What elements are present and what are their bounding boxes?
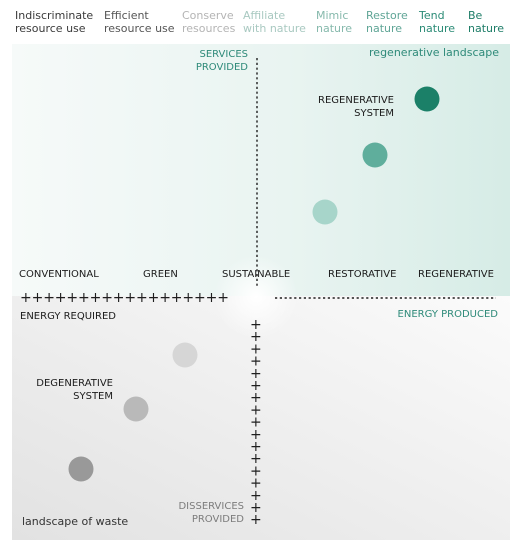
degenerative-dot-light xyxy=(172,342,198,368)
plus-marker: + xyxy=(171,290,183,306)
energy-required-label: ENERGY REQUIRED xyxy=(20,311,116,322)
plus-marker: + xyxy=(124,290,136,306)
scale-restorative: RESTORATIVE xyxy=(328,269,397,280)
center-glow xyxy=(214,255,298,339)
plus-marker: + xyxy=(136,290,148,306)
plus-marker: + xyxy=(250,341,262,357)
plus-marker: + xyxy=(20,290,32,306)
plus-marker: + xyxy=(250,390,262,406)
plus-marker: + xyxy=(159,290,171,306)
disservices-provided-label: DISSERVICES PROVIDED xyxy=(178,501,244,525)
plus-marker: + xyxy=(217,290,229,306)
plus-marker: + xyxy=(78,290,90,306)
plus-marker: + xyxy=(250,500,262,516)
upper-background xyxy=(12,44,510,296)
regenerative-dot-mid xyxy=(362,142,388,168)
plus-marker: + xyxy=(250,427,262,443)
energy-required-plus-row: ++++++++++++++++++ xyxy=(20,290,229,306)
disservices-plus-column: +++++++++++++++++ xyxy=(250,317,262,528)
plus-marker: + xyxy=(250,439,262,455)
header-tend: Tend nature xyxy=(419,9,456,35)
plus-marker: + xyxy=(250,402,262,418)
plus-marker: + xyxy=(250,329,262,345)
plus-marker: + xyxy=(32,290,44,306)
services-provided-label: SERVICES PROVIDED xyxy=(195,49,248,73)
plus-marker: + xyxy=(250,317,262,333)
plus-marker: + xyxy=(113,290,125,306)
plus-marker: + xyxy=(194,290,206,306)
header-be: Be nature xyxy=(468,9,505,35)
scale-sustainable: SUSTAINABLE xyxy=(222,269,291,280)
header-mimic: Mimic nature xyxy=(316,9,353,35)
plus-marker: + xyxy=(43,290,55,306)
energy-produced-label: ENERGY PRODUCED xyxy=(397,309,498,320)
header-efficient: Efficient resource use xyxy=(104,9,175,35)
scale-green: GREEN xyxy=(143,269,178,280)
regenerative-system-label: REGENERATIVE SYSTEM xyxy=(318,95,394,119)
regenerative-dot-light xyxy=(312,199,338,225)
regenerative-landscape-label: regenerative landscape xyxy=(369,46,499,59)
plus-marker: + xyxy=(250,366,262,382)
header-restore: Restore nature xyxy=(366,9,408,35)
header-affiliate: Affiliate with nature xyxy=(243,9,306,35)
plus-marker: + xyxy=(250,415,262,431)
plus-marker: + xyxy=(55,290,67,306)
plus-marker: + xyxy=(206,290,218,306)
regenerative-dot-dark xyxy=(414,86,440,112)
plus-marker: + xyxy=(90,290,102,306)
plus-marker: + xyxy=(250,512,262,528)
plus-marker: + xyxy=(250,476,262,492)
plus-marker: + xyxy=(250,451,262,467)
scale-regenerative: REGENERATIVE xyxy=(418,269,494,280)
degenerative-dot-dark xyxy=(68,456,94,482)
header-indiscriminate: Indiscriminate resource use xyxy=(15,9,94,35)
degenerative-dot-mid xyxy=(123,396,149,422)
plus-marker: + xyxy=(250,378,262,394)
plus-marker: + xyxy=(250,463,262,479)
plus-marker: + xyxy=(250,488,262,504)
plus-marker: + xyxy=(182,290,194,306)
plus-marker: + xyxy=(250,354,262,370)
plus-marker: + xyxy=(101,290,113,306)
landscape-of-waste-label: landscape of waste xyxy=(22,515,129,528)
plus-marker: + xyxy=(148,290,160,306)
scale-conventional: CONVENTIONAL xyxy=(19,269,99,280)
header-conserve: Conserve resources xyxy=(182,9,236,35)
plus-marker: + xyxy=(66,290,78,306)
degenerative-system-label: DEGENERATIVE SYSTEM xyxy=(36,378,113,402)
